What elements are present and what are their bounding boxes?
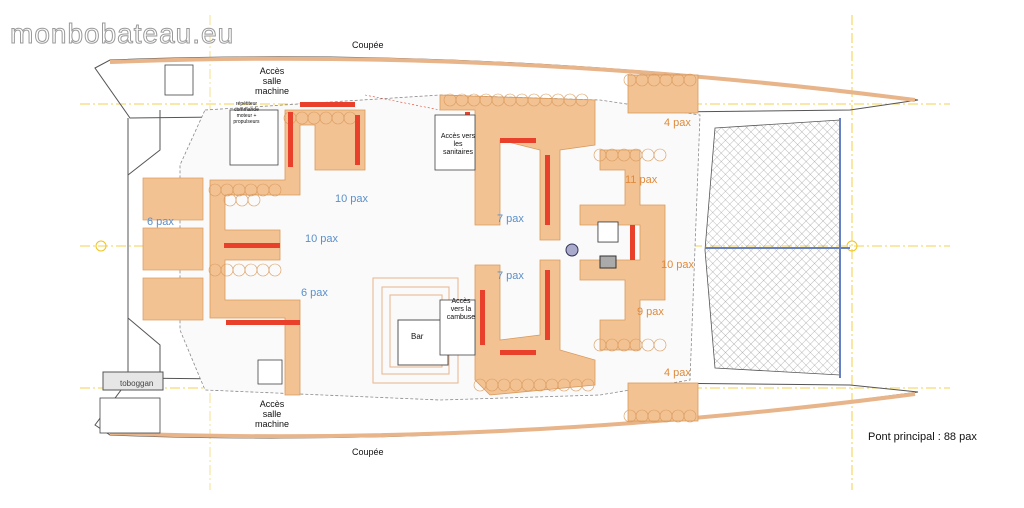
label-repetiteur: répétiteur commande moteur + propulseurs: [233, 101, 260, 125]
top-rail: [109, 56, 916, 102]
pax-fwd-upper: 11 pax: [625, 174, 658, 186]
engine-control: [599, 255, 617, 269]
bow-lounger-top: [627, 74, 699, 114]
bottom-rail: [109, 392, 916, 439]
seat-circle: [653, 338, 667, 352]
aft-center-mark: [95, 240, 107, 252]
seat-circles: [208, 73, 697, 423]
pax-fwd-center: 10 pax: [661, 259, 695, 271]
settee-mid-bottom: [474, 259, 596, 396]
helm-wheel: [565, 243, 579, 257]
control-wiring: [364, 94, 441, 111]
label-toboggan: toboggan: [120, 379, 154, 388]
aft-sofas: [142, 177, 204, 321]
pax-upper-center: 10 pax: [335, 193, 369, 205]
watermark: monbobateau.eu: [9, 18, 235, 50]
seat-circle: [683, 409, 697, 423]
seat-circle: [247, 193, 261, 207]
settee-mid-top: [439, 94, 596, 241]
label-acces-cambuse: Accès vers la cambuse: [446, 298, 476, 321]
seat-circle: [575, 93, 589, 107]
label-acces-salle-machine-top: Accès salle machine: [254, 66, 290, 96]
bow-lounger-bottom: [627, 382, 699, 422]
deck-caption: Pont principal : 88 pax: [868, 431, 977, 443]
seat-circle: [268, 263, 282, 277]
toboggan-ramp: [102, 371, 164, 391]
settee-aft: [209, 109, 366, 396]
pax-bow-top: 4 pax: [664, 117, 691, 129]
pax-bow-bottom: 4 pax: [664, 367, 691, 379]
label-coupee-top: Coupée: [352, 40, 384, 50]
label-coupee-bottom: Coupée: [352, 447, 384, 457]
fwd-center-mark: [846, 240, 858, 252]
pax-mid-top: 7 pax: [497, 213, 524, 225]
seat-circle: [268, 183, 282, 197]
label-acces-salle-machine-bottom: Accès salle machine: [254, 399, 290, 429]
pax-aft-center: 10 pax: [305, 233, 339, 245]
pax-lower-center: 6 pax: [301, 287, 328, 299]
seat-circle: [683, 73, 697, 87]
settee-forward: [579, 149, 666, 351]
label-bar: Bar: [411, 332, 424, 341]
hatches: [99, 64, 619, 434]
pax-mid-bottom: 7 pax: [497, 270, 524, 282]
seat-circle: [653, 148, 667, 162]
label-acces-sanitaires: Accès vers les sanitaires: [440, 133, 476, 156]
seat-circle: [581, 378, 595, 392]
pax-aft-sofa: 6 pax: [147, 216, 174, 228]
pax-fwd-lower: 9 pax: [637, 306, 664, 318]
